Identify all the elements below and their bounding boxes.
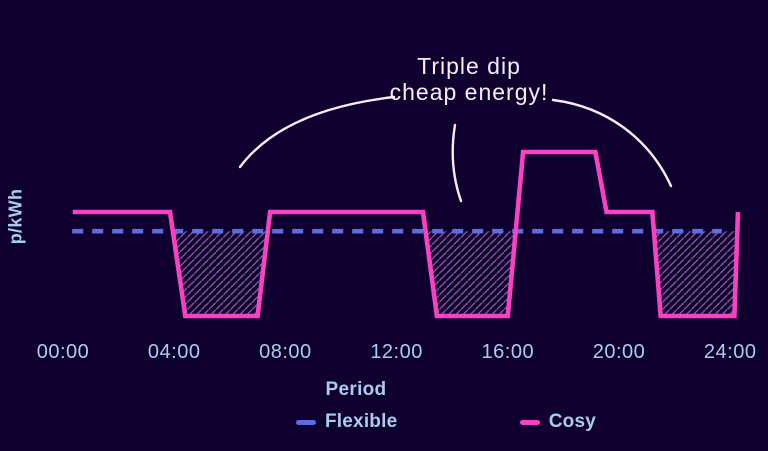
annotation-arrow-right [551,98,671,188]
annotation-arrow-left [238,95,396,169]
legend-swatch-flexible [296,419,316,425]
y-axis-label: p/kWh [5,188,26,245]
cheap-window-hatch-2 [425,231,516,316]
cheap-dip-shading [172,231,738,316]
x-tick-label-1200: 12:00 [370,341,423,363]
x-tick-label-0400: 04:00 [147,341,201,363]
x-tick-label-0000: 00:00 [36,341,90,363]
annotation-line2: cheap energy! [389,79,549,105]
legend-swatch-cosy [519,419,540,425]
legend: Flexible Cosy [296,411,596,433]
annotation-line1: Triple dip [417,53,521,79]
x-tick-label-0800: 08:00 [259,341,312,363]
annotation-arrows [238,95,671,203]
cheap-window-hatch-1 [172,231,268,316]
x-axis-label: Period [325,379,387,400]
annotation-arrow-middle [453,123,461,203]
annotation-callout: Triple dip cheap energy! [390,53,549,105]
legend-item-flexible: Flexible [296,411,397,433]
cosy-line [72,149,741,319]
legend-label-cosy: Cosy [548,411,596,432]
cheap-window-hatch-3 [654,231,738,316]
series-lines [72,149,741,319]
x-axis: 00:00 04:00 08:00 12:00 16:00 20:00 24:00 [0,341,768,365]
x-tick-label-1600: 16:00 [481,341,535,363]
x-tick-label-2000: 20:00 [592,341,646,363]
legend-item-cosy: Cosy [519,411,596,433]
legend-label-flexible: Flexible [325,411,398,432]
x-tick-label-2400: 24:00 [703,341,757,363]
